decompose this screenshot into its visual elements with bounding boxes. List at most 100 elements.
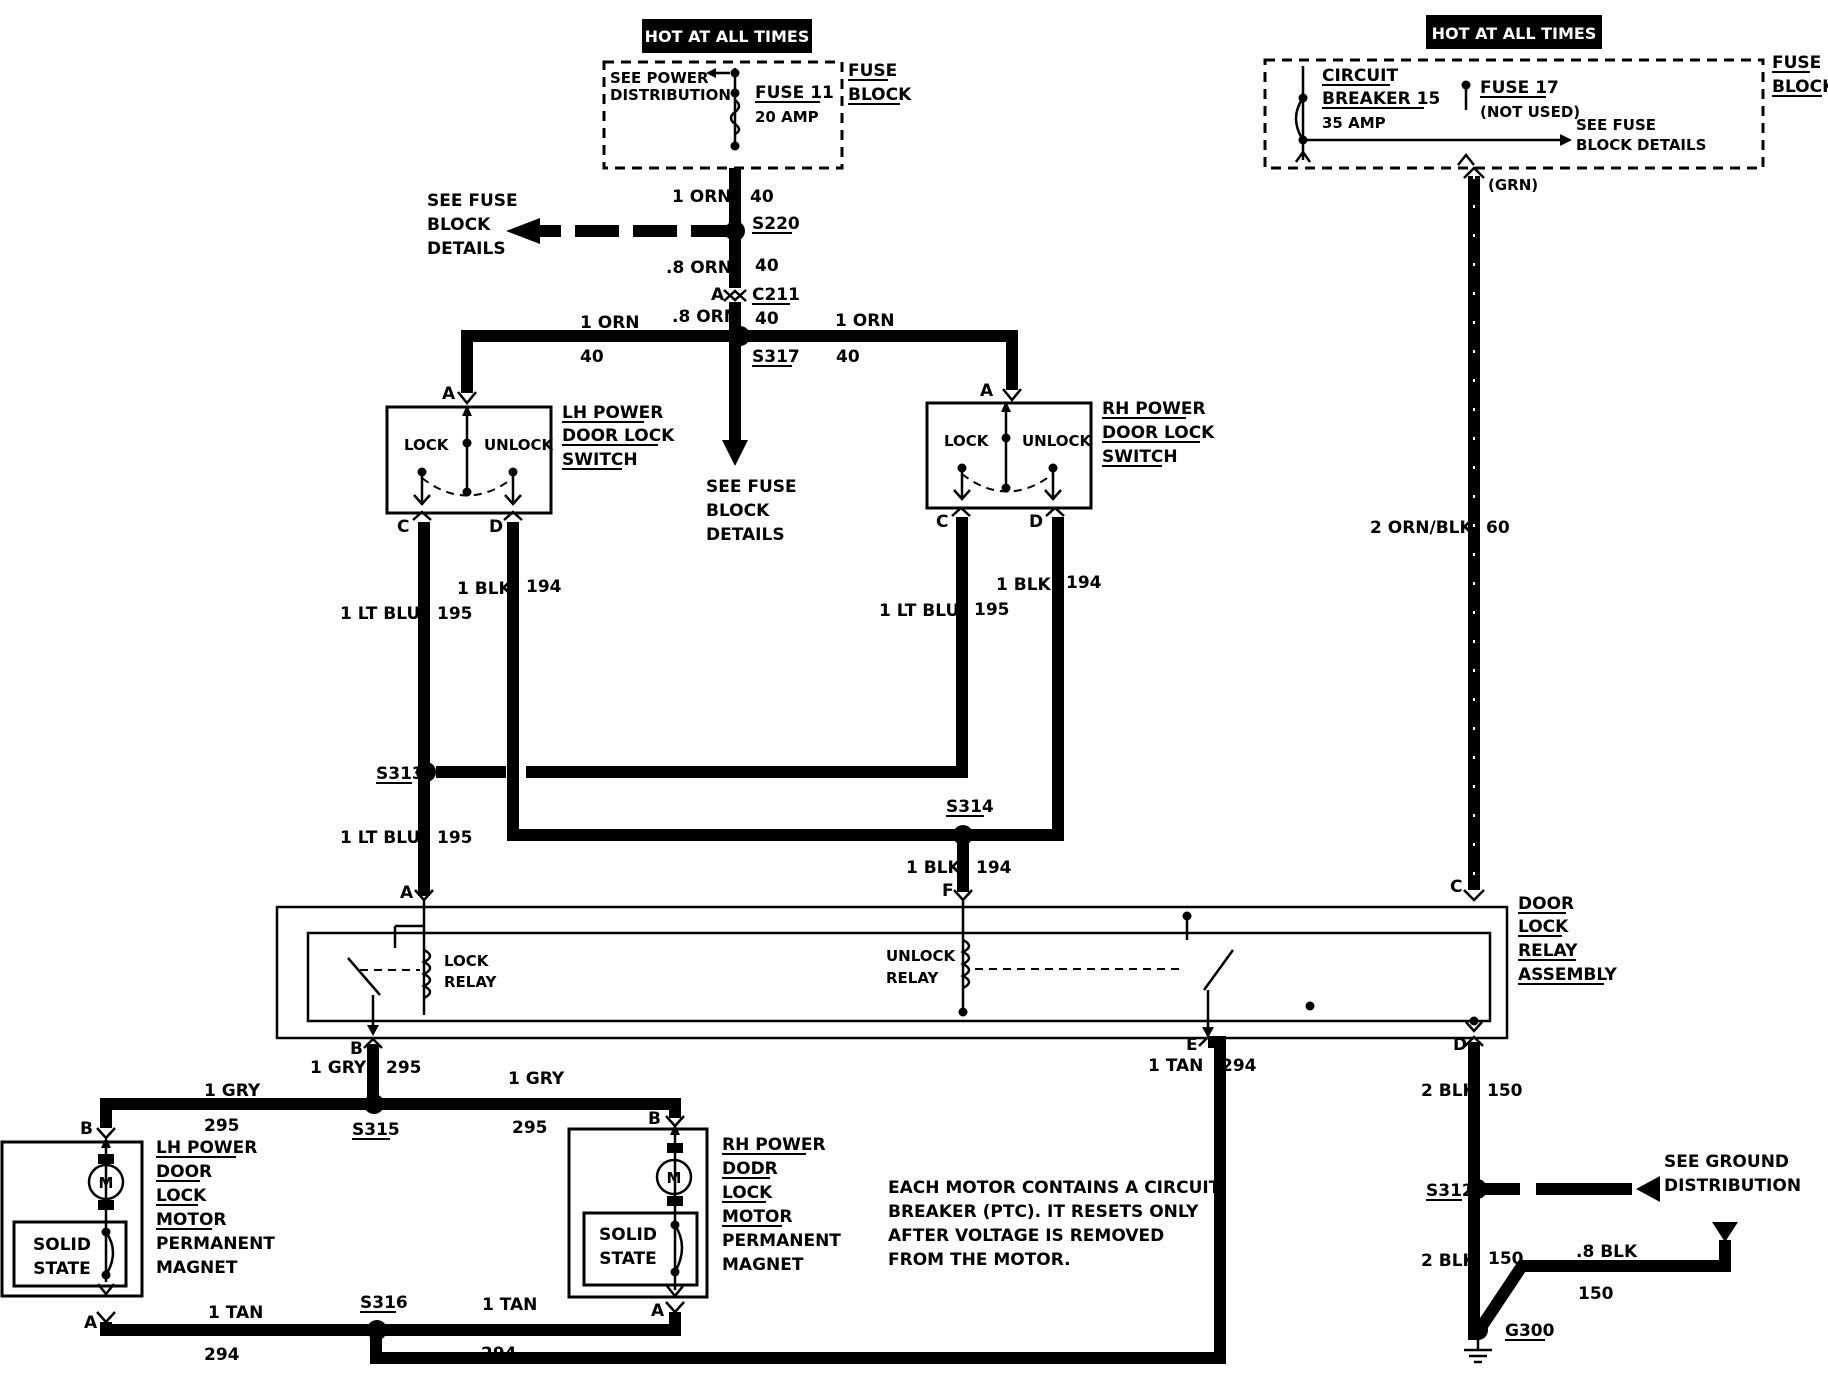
- svg-text:DETAILS: DETAILS: [427, 239, 506, 259]
- svg-text:SOLID: SOLID: [33, 1235, 91, 1255]
- svg-text:A: A: [84, 1313, 98, 1333]
- svg-text:BLOCK: BLOCK: [848, 85, 912, 105]
- svg-text:F: F: [942, 881, 954, 901]
- svg-text:SEE FUSE: SEE FUSE: [1576, 116, 1656, 134]
- svg-text:UNLOCK: UNLOCK: [1022, 432, 1093, 450]
- svg-text:150: 150: [1487, 1081, 1523, 1101]
- svg-text:294: 294: [204, 1345, 240, 1365]
- svg-text:1 GRY: 1 GRY: [204, 1081, 261, 1101]
- svg-text:BLOCK DETAILS: BLOCK DETAILS: [1576, 136, 1706, 154]
- svg-text:UNLOCK: UNLOCK: [484, 436, 555, 454]
- svg-text:DOOR LOCK: DOOR LOCK: [1102, 423, 1215, 443]
- svg-text:1 TAN: 1 TAN: [1148, 1056, 1203, 1076]
- unlock-relay-coil-icon: [960, 938, 971, 990]
- svg-text:BLOCK: BLOCK: [706, 501, 770, 521]
- svg-text:STATE: STATE: [33, 1259, 91, 1279]
- svg-text:40: 40: [836, 347, 860, 367]
- svg-text:194: 194: [526, 577, 562, 597]
- svg-text:BLOCK: BLOCK: [1772, 77, 1828, 97]
- svg-text:DISTRIBUTION: DISTRIBUTION: [610, 86, 731, 104]
- svg-text:195: 195: [437, 828, 473, 848]
- svg-text:HOT AT ALL TIMES: HOT AT ALL TIMES: [1432, 24, 1597, 43]
- svg-text:1 ORN: 1 ORN: [580, 313, 640, 333]
- svg-text:RELAY: RELAY: [1518, 941, 1578, 961]
- rh-power-door-lock-motor: B M SOLID STATE RH POWER DODR LOCK MOTOR…: [508, 1069, 841, 1321]
- arrow-left-icon: [1636, 1176, 1660, 1202]
- svg-text:LOCK: LOCK: [156, 1186, 207, 1206]
- fuse-element-icon: [729, 99, 741, 136]
- svg-text:1 BLK: 1 BLK: [996, 575, 1052, 595]
- lh-power-door-lock-motor: B M SOLID STATE LH POWER DOOR LOCK MOTOR…: [0, 1081, 275, 1333]
- fuse-block-right: CIRCUIT BREAKER 15 35 AMP FUSE 17 (NOT U…: [1263, 53, 1828, 194]
- fuse-block-left: SEE POWER DISTRIBUTION FUSE 11 20 AMP FU…: [602, 60, 912, 170]
- svg-text:HOT AT ALL TIMES: HOT AT ALL TIMES: [645, 27, 810, 46]
- svg-text:C: C: [397, 517, 409, 537]
- svg-text:LOCK: LOCK: [1518, 917, 1569, 937]
- svg-text:(NOT USED): (NOT USED): [1480, 103, 1580, 121]
- ground-circuit: S312 SEE GROUND DISTRIBUTION 2 BLK 150 .…: [1421, 1152, 1801, 1364]
- svg-text:B: B: [350, 1039, 363, 1059]
- svg-text:FROM THE MOTOR.: FROM THE MOTOR.: [888, 1250, 1071, 1270]
- svg-text:40: 40: [580, 347, 604, 367]
- svg-text:A: A: [442, 384, 456, 404]
- svg-text:195: 195: [437, 604, 473, 624]
- svg-text:295: 295: [204, 1116, 240, 1136]
- svg-text:295: 295: [512, 1118, 548, 1138]
- svg-text:D: D: [1029, 512, 1043, 532]
- svg-text:S316: S316: [360, 1293, 408, 1313]
- fuse-17-label: FUSE 17: [1480, 78, 1559, 98]
- svg-text:MOTOR: MOTOR: [156, 1210, 227, 1230]
- switch-output-wires: 1 LT BLU 195 1 BLK 194 1 LT BLU 195 1 BL…: [340, 517, 1102, 896]
- svg-text:DOOR: DOOR: [156, 1162, 212, 1182]
- svg-text:STATE: STATE: [599, 1249, 657, 1269]
- svg-text:A: A: [980, 381, 994, 401]
- svg-text:MAGNET: MAGNET: [722, 1255, 804, 1275]
- svg-text:S315: S315: [352, 1120, 400, 1140]
- svg-text:60: 60: [1486, 518, 1510, 538]
- svg-text:PERMANENT: PERMANENT: [156, 1234, 275, 1254]
- svg-text:294: 294: [481, 1344, 517, 1364]
- lh-power-door-lock-switch: A LOCK UNLOCK LH POWER DOOR LOCK SWITCH …: [385, 384, 675, 537]
- svg-text:A: A: [651, 1301, 665, 1321]
- svg-text:CIRCUIT: CIRCUIT: [1322, 66, 1398, 86]
- svg-text:E: E: [1186, 1035, 1198, 1055]
- svg-text:1 TAN: 1 TAN: [208, 1303, 263, 1323]
- svg-text:35 AMP: 35 AMP: [1322, 114, 1386, 132]
- svg-text:LH POWER: LH POWER: [156, 1138, 257, 1158]
- svg-text:S312: S312: [1426, 1181, 1474, 1201]
- svg-text:1 GRY: 1 GRY: [508, 1069, 565, 1089]
- splice-s313: [416, 762, 436, 782]
- svg-text:2 ORN/BLK: 2 ORN/BLK: [1370, 518, 1474, 538]
- svg-text:1 GRY: 1 GRY: [310, 1058, 367, 1078]
- svg-text:BREAKER 15: BREAKER 15: [1322, 89, 1440, 109]
- svg-text:S317: S317: [752, 347, 800, 367]
- svg-text:RH POWER: RH POWER: [722, 1135, 826, 1155]
- svg-text:DISTRIBUTION: DISTRIBUTION: [1664, 1176, 1801, 1196]
- svg-text:.8 ORN: .8 ORN: [672, 307, 738, 327]
- svg-text:1 ORN: 1 ORN: [672, 187, 732, 207]
- svg-text:20 AMP: 20 AMP: [755, 108, 819, 126]
- svg-text:RH POWER: RH POWER: [1102, 399, 1206, 419]
- lock-relay-coil-icon: [421, 948, 432, 1000]
- svg-text:LOCK: LOCK: [722, 1183, 773, 1203]
- svg-text:A: A: [711, 285, 725, 305]
- svg-text:BREAKER (PTC). IT RESETS ONLY: BREAKER (PTC). IT RESETS ONLY: [888, 1202, 1199, 1222]
- svg-text:DETAILS: DETAILS: [706, 525, 785, 545]
- svg-text:FUSE: FUSE: [1772, 53, 1821, 73]
- svg-text:SWITCH: SWITCH: [1102, 447, 1178, 467]
- svg-text:1 BLK: 1 BLK: [457, 579, 513, 599]
- svg-text:295: 295: [386, 1058, 422, 1078]
- svg-text:RELAY: RELAY: [444, 973, 498, 991]
- main-feed-wire: 1 ORN 40 S220 SEE FUSE BLOCK DETAILS .8 …: [427, 168, 1018, 545]
- svg-text:(GRN): (GRN): [1488, 176, 1538, 194]
- svg-text:FUSE: FUSE: [848, 61, 897, 81]
- svg-text:LH POWER: LH POWER: [562, 403, 663, 423]
- hot-at-all-times-badge-left: HOT AT ALL TIMES: [642, 19, 812, 53]
- svg-text:C211: C211: [752, 285, 800, 305]
- svg-text:LOCK: LOCK: [944, 432, 990, 450]
- svg-text:D: D: [489, 517, 503, 537]
- svg-text:MOTOR: MOTOR: [722, 1207, 793, 1227]
- svg-text:.8 BLK: .8 BLK: [1576, 1242, 1638, 1262]
- svg-text:AFTER VOLTAGE IS REMOVED: AFTER VOLTAGE IS REMOVED: [888, 1226, 1164, 1246]
